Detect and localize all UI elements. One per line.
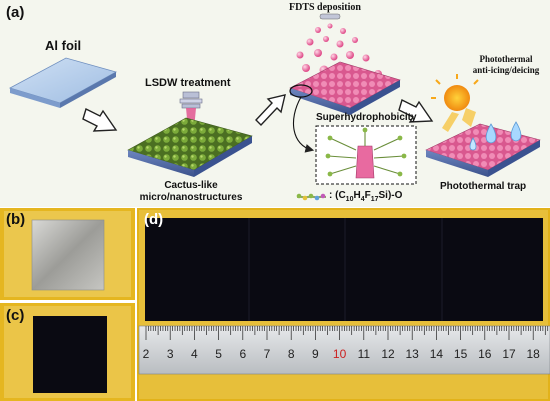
al-foil-slab	[8, 57, 118, 108]
cactus-label-2: micro/nanostructures	[139, 192, 243, 203]
schematic-panel: (a) Al foil LSDW treatment Cactus-like m…	[0, 0, 550, 207]
panel-label-d: (d)	[144, 211, 164, 228]
water-droplet-icon	[469, 121, 522, 151]
panel-label-a: (a)	[6, 4, 25, 21]
ruler-number: 3	[166, 347, 174, 361]
superhydrophobicity-label: Superhydrophobicity	[316, 112, 417, 123]
ruler-number: 11	[357, 347, 371, 361]
ruler-number: 2	[142, 347, 150, 361]
ruler-number: 8	[287, 347, 295, 361]
ruler-number: 18	[526, 347, 540, 361]
lsdw-label: LSDW treatment	[145, 77, 231, 89]
fdts-slab	[289, 61, 401, 115]
photo-panel-d: 2 3 4 5 6 7 8 9 10 11 12 13 14 15 16 17 18 (d)	[137, 208, 550, 401]
process-arrow-2	[255, 94, 286, 127]
ruler-number: 15	[453, 347, 468, 361]
black-strip-sample	[145, 218, 543, 321]
photo-panel-c: (c)	[0, 303, 135, 401]
photothermal-label-1: Photothermal	[479, 54, 533, 64]
cactus-slab	[127, 117, 253, 177]
fdts-molecule-icon	[296, 193, 326, 201]
photo-d-svg	[137, 208, 550, 401]
photothermal-slab	[425, 123, 541, 177]
fdts-formula: : (C10H4F17Si)-O	[329, 190, 403, 203]
panel-label-b: (b)	[6, 211, 26, 228]
fdts-label: FDTS deposition	[289, 2, 361, 13]
ruler	[138, 325, 550, 375]
ruler-number: 12	[381, 347, 395, 361]
ruler-number: 4	[191, 347, 198, 361]
ruler-number: 10	[332, 347, 347, 361]
photothermal-label-2: anti-icing/deicing	[472, 65, 540, 75]
photo-b-svg	[0, 208, 135, 300]
ruler-number: 16	[478, 347, 492, 361]
process-arrow-3	[398, 99, 434, 123]
schematic-svg	[8, 13, 541, 201]
ruler-number: 6	[239, 347, 247, 361]
fdts-nozzle-icon	[319, 13, 341, 20]
molecule-inset	[315, 125, 417, 185]
ruler-number: 9	[312, 347, 319, 361]
panel-label-c: (c)	[6, 307, 25, 324]
photo-c-svg	[0, 303, 135, 401]
process-arrow-1	[82, 108, 118, 132]
aluminum-sample	[31, 219, 105, 291]
cactus-label-1: Cactus-like	[164, 180, 218, 191]
ruler-number: 7	[263, 347, 271, 361]
ruler-number: 5	[215, 347, 222, 361]
photothermal-trap-label: Photothermal trap	[440, 181, 527, 192]
al-foil-label: Al foil	[45, 38, 82, 53]
ruler-number: 17	[502, 347, 516, 361]
photo-panel-b: (b)	[0, 208, 135, 300]
zoom-connector	[293, 96, 315, 153]
sun-icon	[431, 74, 479, 132]
ruler-number: 14	[429, 347, 444, 361]
ruler-number: 13	[405, 347, 419, 361]
black-sample	[33, 316, 107, 393]
